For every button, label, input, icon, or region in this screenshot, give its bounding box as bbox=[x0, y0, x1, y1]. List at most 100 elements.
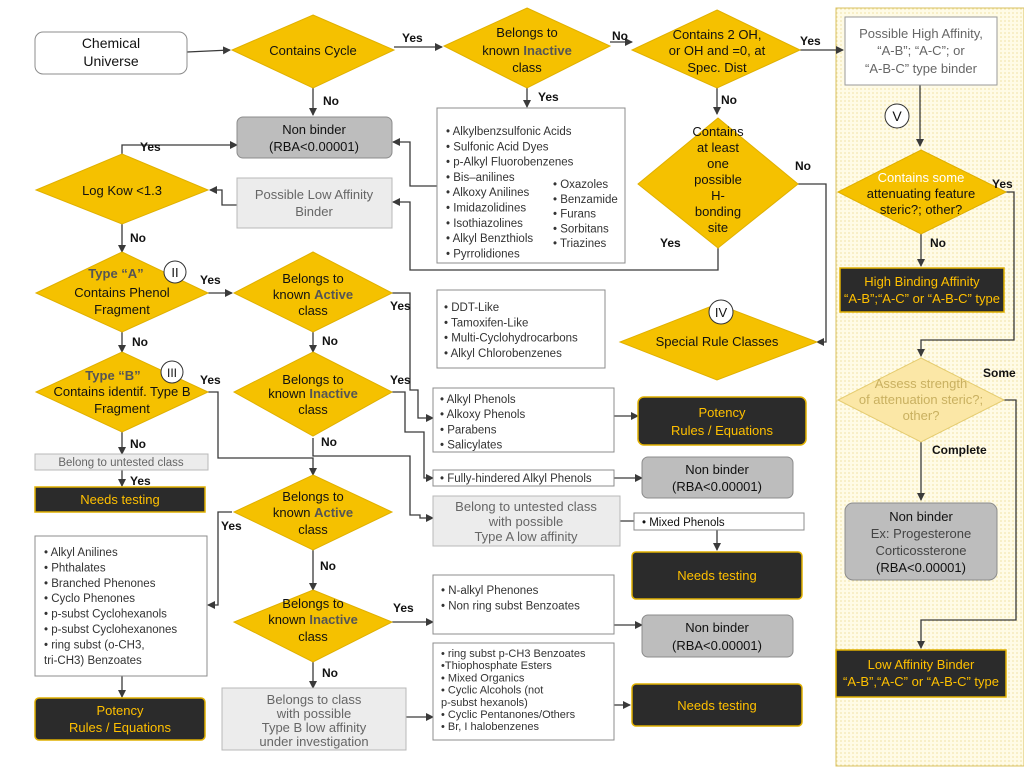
att-line1: Contains some bbox=[878, 170, 965, 185]
list-item: one bbox=[707, 156, 729, 171]
nbl-line1: Non binder bbox=[685, 620, 749, 635]
needs-testing-bottom: Needs testing bbox=[631, 683, 803, 727]
nbr-line2: Ex: Progesterone bbox=[871, 526, 971, 541]
edge-yes-10: Yes bbox=[130, 474, 151, 488]
list-item: • Alkyl Phenols bbox=[440, 394, 516, 406]
tbl-line1: Belongs to class bbox=[267, 692, 362, 707]
edge-yes-3: Yes bbox=[538, 90, 559, 104]
edge-yes-2: Yes bbox=[800, 34, 821, 48]
inactive-type-a-list: • Fully-hindered Alkyl Phenols bbox=[432, 469, 615, 487]
inactive-top-list: • Alkylbenzsulfonic Acids• Sulfonic Acid… bbox=[436, 107, 626, 264]
list-item: • Non ring subst Benzoates bbox=[441, 601, 580, 613]
ki3-line2: known Inactive bbox=[268, 612, 358, 627]
list-item: • Alkyl Benzthiols bbox=[446, 233, 533, 245]
ka1-line1: Belongs to bbox=[282, 271, 343, 286]
hac-line1: Possible High Affinity, bbox=[859, 26, 983, 41]
list-item: • Pyrrolidiones bbox=[446, 248, 520, 260]
potency-mid: Potency Rules / Equations bbox=[637, 396, 807, 446]
list-item: • Isothiazolines bbox=[446, 218, 523, 230]
ntb-label: Needs testing bbox=[677, 698, 757, 713]
decision-known-active-2: Belongs to known Active class bbox=[232, 474, 394, 551]
list-item: • Tamoxifen-Like bbox=[444, 317, 528, 329]
list-item: • Multi-Cyclohydrocarbons bbox=[444, 333, 578, 345]
numeral-ii: II bbox=[171, 265, 178, 280]
ka1-line2: known Active bbox=[273, 287, 353, 302]
numeral-iii: III bbox=[167, 366, 177, 380]
hac-line2: “A-B”; “A-C”; or bbox=[877, 43, 965, 58]
list-item: • Fully-hindered Alkyl Phenols bbox=[440, 473, 592, 485]
decision-two-oh: Contains 2 OH, or OH and =0, at Spec. Di… bbox=[630, 9, 802, 89]
nbt-line1: Non binder bbox=[282, 122, 346, 137]
nbm-line2: (RBA<0.00001) bbox=[672, 479, 762, 494]
edge-some: Some bbox=[983, 366, 1016, 380]
list-item: • DDT-Like bbox=[444, 302, 499, 314]
list-item: • Salicylates bbox=[440, 440, 502, 452]
decision-log-kow: Log Kow <1.3 bbox=[34, 153, 210, 225]
pm-line2: Rules / Equations bbox=[671, 423, 773, 438]
list-item: • Parabens bbox=[440, 424, 497, 436]
decision-type-a: Type “A” Contains Phenol Fragment II bbox=[34, 251, 210, 333]
list-item: • Br, I halobenzenes bbox=[441, 721, 540, 733]
tbl-line2: with possible bbox=[276, 706, 351, 721]
active-type-b-list: • Alkyl Anilines• Phthalates• Branched P… bbox=[34, 535, 208, 677]
att-line3: steric?; other? bbox=[880, 202, 962, 217]
hba-line1: High Binding Affinity bbox=[864, 274, 980, 289]
special-rules-list: • DDT-Like • Tamoxifen-Like • Multi-Cycloh… bbox=[436, 289, 606, 369]
start-line2: Universe bbox=[83, 53, 138, 69]
list-item: • Cyclo Phenones bbox=[44, 593, 135, 605]
start-line1: Chemical bbox=[82, 35, 140, 51]
ka2-line2: known Active bbox=[273, 505, 353, 520]
two-oh-line2: or OH and =0, at bbox=[669, 43, 766, 58]
edge-no-8: No bbox=[321, 435, 337, 449]
list-item: • Alkoxy Phenols bbox=[440, 409, 525, 421]
ki2-line1: Belongs to bbox=[282, 372, 343, 387]
non-binder-mid: Non binder (RBA<0.00001) bbox=[641, 456, 794, 499]
ka1-line3: class bbox=[298, 303, 328, 318]
list-item: • Cyclic Pentanones/Others bbox=[441, 709, 576, 721]
list-item: bonding bbox=[695, 204, 741, 219]
log-kow-label: Log Kow <1.3 bbox=[82, 183, 162, 198]
type-b-low-box: Belongs to class with possible Type B lo… bbox=[221, 687, 407, 751]
att-line2: attenuating feature bbox=[867, 186, 975, 201]
high-affinity-candidate: Possible High Affinity, “A-B”; “A-C”; or… bbox=[844, 16, 998, 129]
ntl-label: Needs testing bbox=[80, 492, 160, 507]
list-item: • p-subst Cyclohexanones bbox=[44, 624, 177, 636]
list-item: • Imidazolidines bbox=[446, 203, 526, 215]
inactive-type-b-list: • N-alkyl Phenones• Non ring subst Benzo… bbox=[432, 574, 615, 635]
type-b-line2: Contains identif. Type B bbox=[53, 384, 190, 399]
decision-known-inactive-top: Belongs to known Inactive class bbox=[442, 7, 612, 89]
two-oh-line1: Contains 2 OH, bbox=[673, 27, 762, 42]
list-item: • Cyclic Alcohols (not bbox=[441, 685, 543, 697]
ki2-line2: known Inactive bbox=[268, 386, 358, 401]
list-item: • Benzamide bbox=[553, 194, 618, 206]
ka2-line1: Belongs to bbox=[282, 489, 343, 504]
edge-yes-7: Yes bbox=[390, 299, 411, 313]
nbm-line1: Non binder bbox=[685, 462, 749, 477]
type-a-line3: Fragment bbox=[94, 302, 150, 317]
high-binding-affinity: High Binding Affinity “A-B”;“A-C” or “A-… bbox=[839, 267, 1005, 313]
decision-special-rules: Special Rule Classes IV bbox=[618, 299, 819, 381]
edge-no-11: No bbox=[322, 666, 338, 680]
kit-line2: known Inactive bbox=[482, 43, 572, 58]
type-a-line1: Type “A” bbox=[88, 266, 143, 281]
edge-yes-5: Yes bbox=[660, 236, 681, 250]
pl-line2: Rules / Equations bbox=[69, 720, 171, 735]
edge-yes-11: Yes bbox=[221, 519, 242, 533]
edge-no-10: No bbox=[320, 559, 336, 573]
list-item: • Bis–anilines bbox=[446, 172, 515, 184]
as-line2: of attenuation steric?; bbox=[859, 392, 983, 407]
ka2-line3: class bbox=[298, 522, 328, 537]
pla-line2: Binder bbox=[295, 204, 333, 219]
needs-testing-mid: Needs testing bbox=[631, 551, 803, 600]
ki2-line3: class bbox=[298, 402, 328, 417]
mixed-phenols-box: • Mixed Phenols bbox=[633, 512, 805, 531]
list-item: • ring subst (o-CH3, bbox=[44, 639, 145, 651]
list-item: •Thiophosphate Esters bbox=[441, 660, 552, 672]
untested-type-a: Belong to untested class with possible T… bbox=[432, 495, 621, 547]
nbr-line1: Non binder bbox=[889, 509, 953, 524]
list-item: • ring subst p-CH3 Benzoates bbox=[441, 648, 586, 660]
list-item: • Sorbitans bbox=[553, 223, 609, 235]
ntm-label: Needs testing bbox=[677, 568, 757, 583]
edge-yes-1: Yes bbox=[402, 31, 423, 45]
